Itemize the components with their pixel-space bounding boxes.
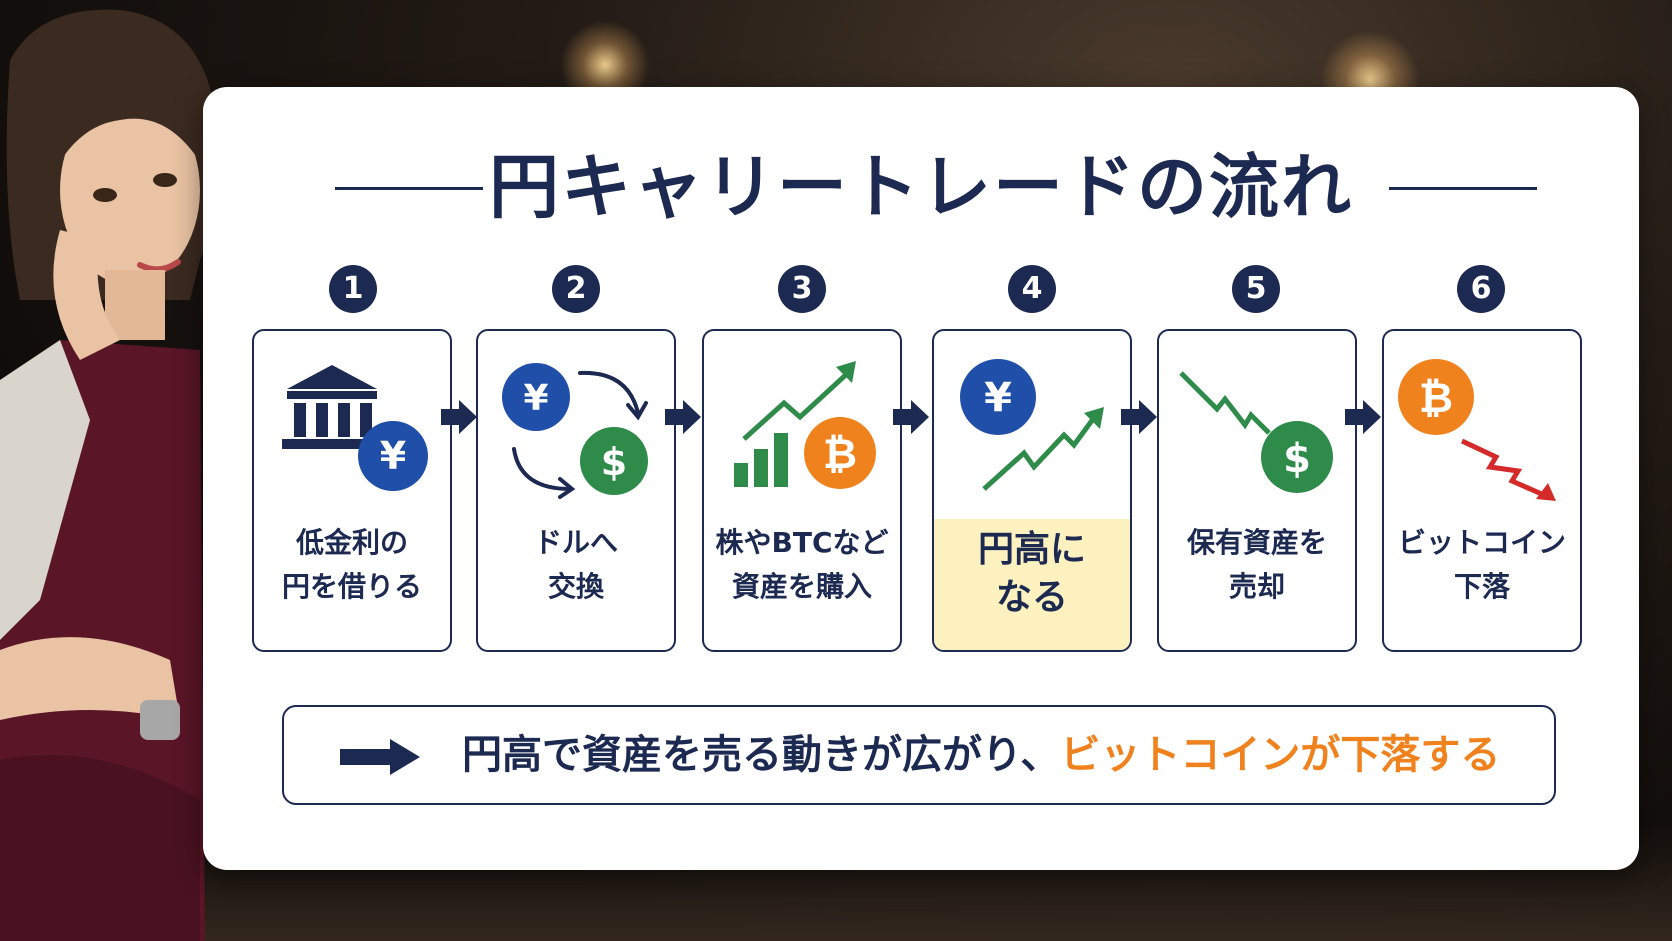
dollar-coin-icon: $ bbox=[1261, 421, 1333, 493]
step-number-1: 1 bbox=[329, 265, 377, 313]
yen-coin-icon: ¥ bbox=[502, 363, 570, 431]
woman-illustration bbox=[0, 9, 218, 941]
trend-up-icon bbox=[982, 407, 1104, 491]
bank-icon bbox=[282, 365, 382, 449]
svg-text:₿: ₿ bbox=[1419, 373, 1453, 422]
step-number-6: 6 bbox=[1457, 265, 1505, 313]
flow-arrow-icon bbox=[1345, 400, 1381, 434]
flow-arrow-icon bbox=[893, 400, 929, 434]
title-rule-left bbox=[335, 187, 483, 190]
step-number-2: 2 bbox=[552, 265, 600, 313]
svg-text:¥: ¥ bbox=[984, 375, 1012, 421]
bitcoin-coin-icon: ₿ bbox=[804, 417, 876, 489]
step-label-1-line2: 円を借りる bbox=[281, 570, 422, 603]
step-label-3-line1: 株やBTCなど bbox=[715, 526, 889, 559]
trend-down-icon bbox=[1179, 371, 1271, 435]
step-label-5-line1: 保有資産を bbox=[1186, 526, 1327, 559]
flow-arrow-icon bbox=[1121, 400, 1157, 434]
exchange-arrows-icon bbox=[512, 370, 648, 499]
step-label-5-line2: 売却 bbox=[1228, 570, 1285, 603]
summary-arrow-icon bbox=[340, 739, 420, 775]
step-label-2-line2: 交換 bbox=[547, 570, 604, 603]
svg-text:$: $ bbox=[601, 440, 627, 484]
svg-text:₿: ₿ bbox=[823, 429, 857, 478]
step-box-4: ¥ 円高に なる bbox=[932, 329, 1132, 652]
svg-text:¥: ¥ bbox=[523, 378, 548, 419]
step-label-6-line1: ビットコイン bbox=[1397, 526, 1566, 559]
summary-text-main: 円高で資産を売る動きが広がり、 bbox=[462, 732, 1061, 778]
step-box-5: $ 保有資産を 売却 bbox=[1157, 329, 1357, 652]
page-title: 円キャリートレードの流れ bbox=[489, 146, 1353, 228]
step-number-4: 4 bbox=[1008, 265, 1056, 313]
step-box-1: ¥ 低金利の 円を借りる bbox=[252, 329, 452, 652]
step-number-3: 3 bbox=[778, 265, 826, 313]
step-number-5: 5 bbox=[1232, 265, 1280, 313]
highlight-band bbox=[934, 519, 1130, 650]
flow-arrow-icon bbox=[665, 400, 701, 434]
step-label-6-line2: 下落 bbox=[1453, 570, 1510, 603]
flow-arrow-icon bbox=[441, 400, 477, 434]
dollar-coin-icon: $ bbox=[580, 427, 648, 495]
title-rule-right bbox=[1389, 187, 1537, 190]
step-box-2: ¥ $ ドルへ 交換 bbox=[476, 329, 676, 652]
flow-card: 円キャリートレードの流れ 1 2 3 4 5 6 ¥ 低金利の 円を bbox=[203, 87, 1639, 870]
bitcoin-coin-icon: ₿ bbox=[1398, 359, 1474, 435]
yen-coin-icon: ¥ bbox=[960, 359, 1036, 435]
summary-text: 円高で資産を売る動きが広がり、ビットコインが下落する bbox=[462, 707, 1500, 803]
step-label-3-line2: 資産を購入 bbox=[731, 570, 872, 603]
summary-text-accent: ビットコインが下落する bbox=[1060, 732, 1501, 778]
svg-text:$: $ bbox=[1283, 436, 1311, 482]
yen-coin-icon: ¥ bbox=[358, 421, 428, 491]
growth-chart-icon bbox=[734, 361, 856, 487]
step-box-6: ₿ ビットコイン 下落 bbox=[1382, 329, 1582, 652]
step-label-2-line1: ドルへ bbox=[533, 526, 618, 559]
summary-box: 円高で資産を売る動きが広がり、ビットコインが下落する bbox=[282, 705, 1556, 805]
step-label-4-line2: なる bbox=[995, 577, 1068, 618]
svg-text:¥: ¥ bbox=[380, 434, 406, 478]
crash-arrow-icon bbox=[1460, 438, 1556, 501]
step-label-1-line1: 低金利の bbox=[295, 526, 408, 559]
title-row: 円キャリートレードの流れ bbox=[203, 142, 1639, 232]
step-box-3: ₿ 株やBTCなど 資産を購入 bbox=[702, 329, 902, 652]
step-label-4-line1: 円高に bbox=[977, 529, 1086, 570]
